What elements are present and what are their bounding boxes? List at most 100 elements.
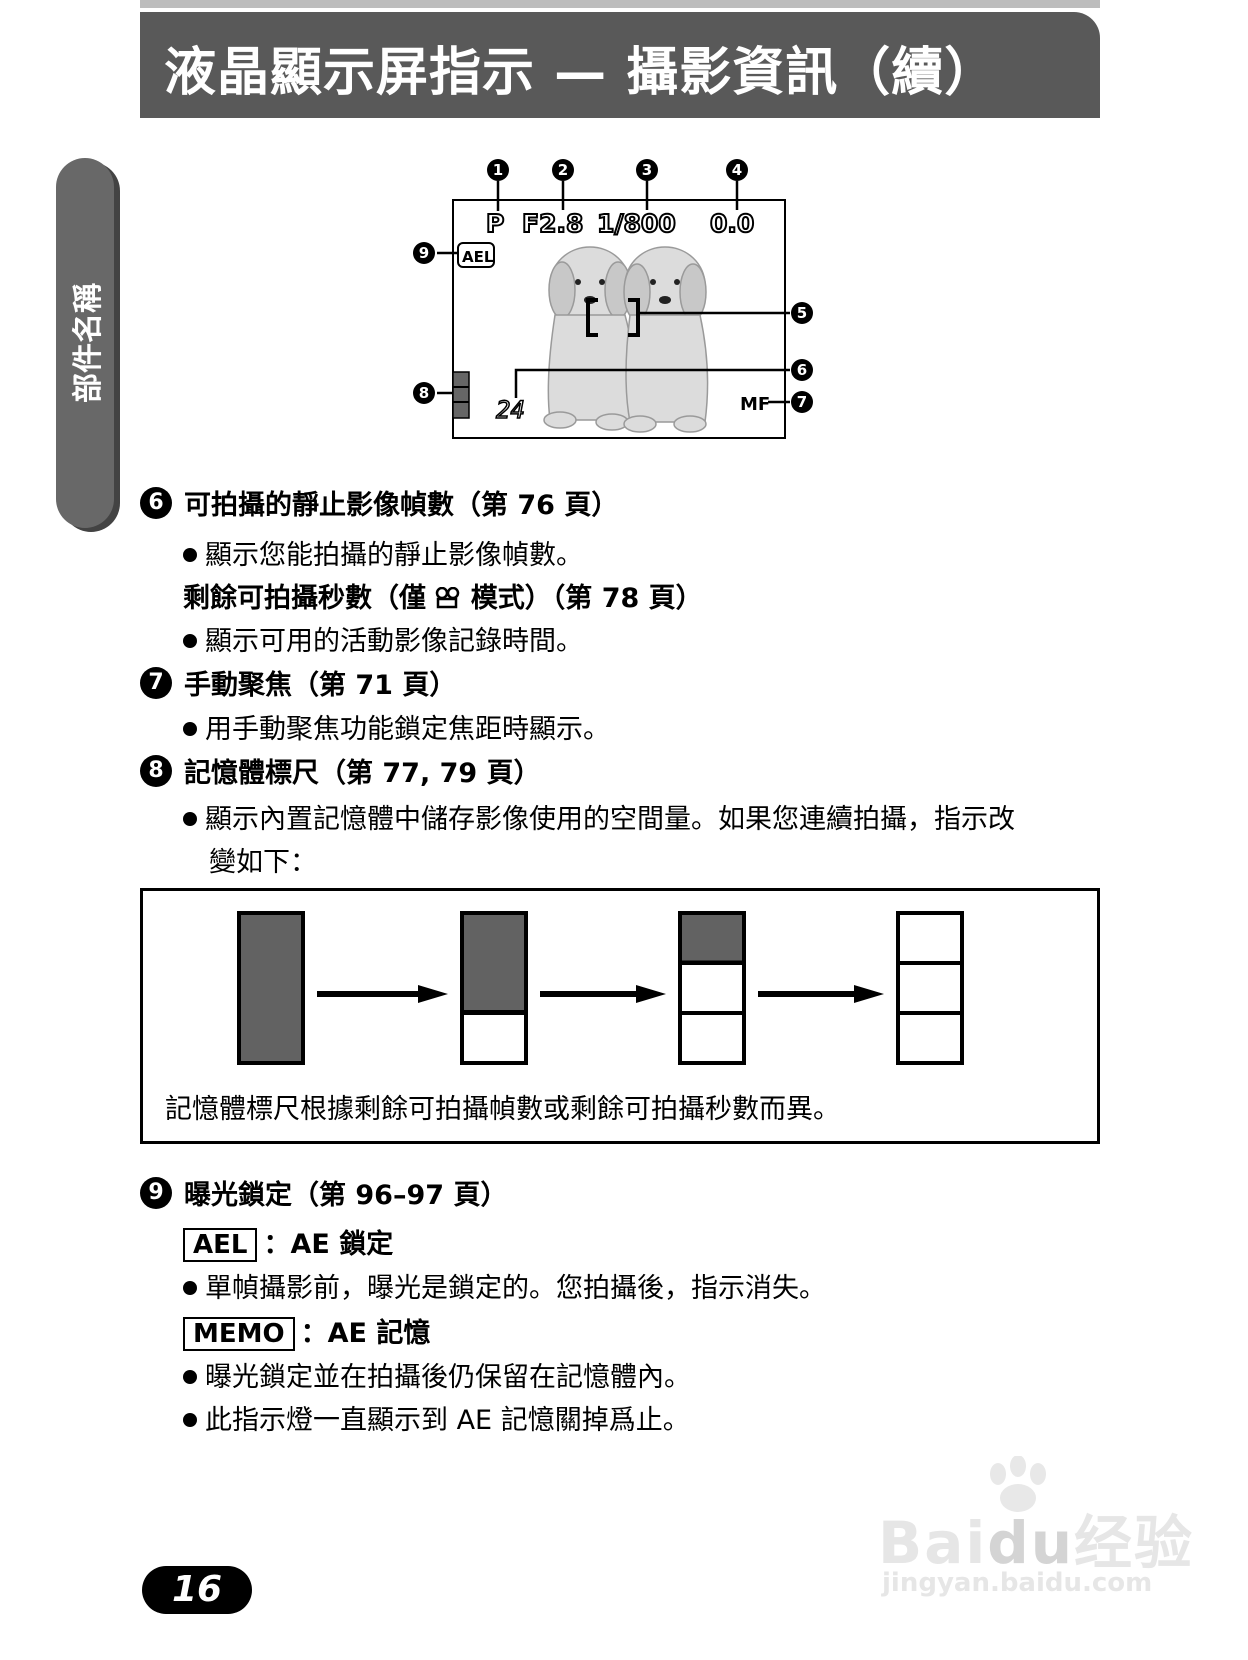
- callout-7-num: 7: [797, 393, 807, 411]
- paw-icon: [990, 1456, 1046, 1512]
- callout-9: [413, 242, 435, 264]
- side-tab: 部件名稱: [56, 158, 114, 528]
- watermark-url: jingyan.baidu.com: [882, 1568, 1153, 1598]
- memo-indicator-box: MEMO: [183, 1317, 295, 1351]
- header-top-rule: [140, 0, 1100, 8]
- section-6-title: 可拍攝的靜止影像幀數（第 76 頁）: [184, 490, 619, 521]
- arrow-icon: [317, 985, 448, 1003]
- lcd-diagram: P F2.8 1/800 0.0 AEL 24 MF 1: [413, 159, 813, 439]
- memory-gauge-fill: [237, 911, 305, 1065]
- ael-row: AEL：AE 鎖定: [183, 1222, 393, 1262]
- callout-4: [726, 159, 748, 181]
- page-number: 16: [142, 1566, 252, 1614]
- callout-lines: [437, 181, 790, 404]
- bullet-dot: [183, 1369, 197, 1384]
- baidu-watermark: Baidu经验 jingyan.baidu.com: [878, 1456, 1192, 1606]
- memory-gauge-sequence: [237, 911, 964, 1065]
- lcd-ael-label: AEL: [462, 248, 494, 266]
- section-6-subheading-tail: 模式）（第 78 頁）: [461, 583, 703, 614]
- lcd-shutter: 1/800: [597, 209, 676, 238]
- section-7-title: 手動聚焦（第 71 頁）: [184, 670, 457, 701]
- callout-5-num: 5: [797, 304, 807, 322]
- section-6-number: 6: [140, 486, 172, 519]
- lcd-aperture: F2.8: [522, 209, 583, 238]
- section-9-memo-bullet-1: 曝光鎖定並在拍攝後仍保留在記憶體內。: [183, 1355, 691, 1394]
- af-bracket-left: [586, 298, 598, 337]
- puppies-image: [543, 246, 709, 433]
- section-9-memo-bullet-2: 此指示燈一直顯示到 AE 記憶關掉爲止。: [183, 1398, 690, 1437]
- callout-markers: [413, 159, 813, 413]
- memory-gauge-state-1: [237, 911, 305, 1065]
- section-9-number: 9: [140, 1176, 172, 1209]
- lcd-ael-box: [457, 242, 495, 268]
- section-6-bullet-1-text: 顯示您能拍攝的靜止影像幀數。: [205, 540, 583, 571]
- page-title: 液晶顯示屏指示 — 攝影資訊（續）: [164, 43, 998, 103]
- section-8-bullet-1: 顯示內置記憶體中儲存影像使用的空間量。如果您連續拍攝，指示改: [183, 797, 1015, 836]
- lcd-exposure-comp: 0.0: [710, 209, 754, 238]
- section-6-bullet-1: 顯示您能拍攝的靜止影像幀數。: [183, 533, 583, 572]
- section-8-bullet-1-text-cont: 變如下：: [209, 847, 317, 878]
- callout-9-num: 9: [419, 244, 429, 262]
- memory-gauge-box: 記憶體標尺根據剩餘可拍攝幀數或剩餘可拍攝秒數而異。: [140, 888, 1100, 1144]
- memory-gauge-fill: [460, 911, 528, 1014]
- page-header: 液晶顯示屏指示 — 攝影資訊（續）: [140, 12, 1100, 118]
- lcd-frames-remaining: 24: [496, 396, 525, 424]
- arrow-icon: [540, 985, 666, 1003]
- ael-description: ：AE 鎖定: [263, 1229, 394, 1260]
- lcd-mode: P: [486, 209, 504, 238]
- section-8-bullet-1-cont: 變如下：: [209, 840, 317, 879]
- callout-2: [552, 159, 574, 181]
- callout-8: [413, 382, 435, 404]
- memory-gauge-fill: [678, 911, 746, 965]
- section-8-number: 8: [140, 754, 172, 787]
- callout-3: [636, 159, 658, 181]
- memory-gauge-state-2: [460, 911, 528, 1065]
- arrow-icon: [758, 985, 884, 1003]
- callout-3-num: 3: [642, 161, 652, 179]
- callout-6: [791, 359, 813, 381]
- movie-icon: [436, 586, 460, 609]
- section-9-ael-bullet: 單幀攝影前，曝光是鎖定的。您拍攝後，指示消失。: [183, 1266, 826, 1305]
- callout-5: [791, 302, 813, 324]
- bullet-dot: [183, 633, 197, 648]
- section-8-heading: 8 記憶體標尺（第 77, 79 頁）: [140, 751, 541, 790]
- section-7-number: 7: [140, 666, 172, 699]
- bullet-dot: [183, 811, 197, 826]
- memory-gauge-state-4: [896, 911, 964, 1065]
- bullet-dot: [183, 721, 197, 736]
- callout-2-num: 2: [558, 161, 568, 179]
- section-9-heading: 9 曝光鎖定（第 96–97 頁）: [140, 1173, 507, 1212]
- callout-6-num: 6: [797, 361, 807, 379]
- bullet-dot: [183, 1280, 197, 1295]
- memo-row: MEMO：AE 記憶: [183, 1311, 430, 1351]
- section-6-bullet-2-text: 顯示可用的活動影像記錄時間。: [205, 626, 583, 657]
- section-9-ael-bullet-text: 單幀攝影前，曝光是鎖定的。您拍攝後，指示消失。: [205, 1273, 826, 1304]
- section-8-title: 記憶體標尺（第 77, 79 頁）: [184, 758, 541, 789]
- callout-8-num: 8: [419, 384, 429, 402]
- memo-description: ：AE 記憶: [300, 1318, 431, 1349]
- section-6-subheading-text: 剩餘可拍攝秒數（僅: [183, 583, 436, 614]
- lcd-mf-label: MF: [740, 394, 770, 415]
- section-9-memo-bullet-1-text: 曝光鎖定並在拍攝後仍保留在記憶體內。: [205, 1362, 691, 1393]
- ael-indicator-box: AEL: [183, 1228, 258, 1262]
- section-6-bullet-2: 顯示可用的活動影像記錄時間。: [183, 619, 583, 658]
- section-7-bullet-1: 用手動聚焦功能鎖定焦距時顯示。: [183, 707, 610, 746]
- lcd-memory-gauge: [452, 371, 470, 419]
- section-9-title: 曝光鎖定（第 96–97 頁）: [184, 1180, 508, 1211]
- section-6-heading: 6 可拍攝的靜止影像幀數（第 76 頁）: [140, 483, 618, 522]
- callout-1: [487, 159, 509, 181]
- section-7-bullet-1-text: 用手動聚焦功能鎖定焦距時顯示。: [205, 714, 610, 745]
- callout-4-num: 4: [732, 161, 742, 179]
- section-9-memo-bullet-2-text: 此指示燈一直顯示到 AE 記憶關掉爲止。: [205, 1405, 690, 1436]
- af-bracket-right: [628, 298, 640, 337]
- bullet-dot: [183, 547, 197, 562]
- callout-1-num: 1: [493, 161, 503, 179]
- section-8-bullet-1-text: 顯示內置記憶體中儲存影像使用的空間量。如果您連續拍攝，指示改: [205, 804, 1015, 835]
- watermark-brand: Baidu经验: [878, 1509, 1195, 1577]
- memory-gauge-caption: 記憶體標尺根據剩餘可拍攝幀數或剩餘可拍攝秒數而異。: [165, 1094, 840, 1125]
- callout-7: [791, 391, 813, 413]
- memory-gauge-state-3: [678, 911, 746, 1065]
- section-7-heading: 7 手動聚焦（第 71 頁）: [140, 663, 456, 702]
- bullet-dot: [183, 1412, 197, 1427]
- section-6-subheading: 剩餘可拍攝秒數（僅 模式）（第 78 頁）: [183, 576, 703, 615]
